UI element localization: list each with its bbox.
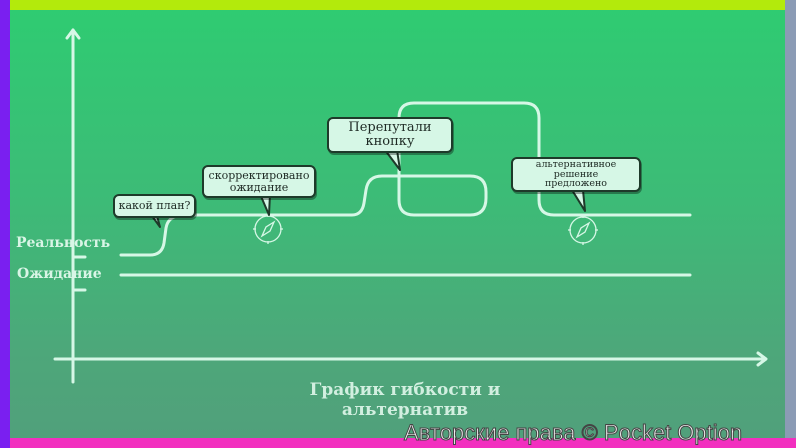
right-border-bar <box>785 0 796 448</box>
y-label-expectation: Ожидание <box>17 266 102 282</box>
callout-line: предложено <box>544 178 608 190</box>
diagram-title: График гибкости и альтернатив <box>270 380 540 420</box>
bubble-tail <box>151 215 161 228</box>
bubble-tail <box>571 189 586 212</box>
callout-line: ожидание <box>229 180 289 194</box>
callout-line: скорректировано <box>208 168 310 182</box>
callout-corrected-expectation: скорректировано ожидание <box>202 165 316 198</box>
copyright-watermark: Авторские права © Pocket Option <box>403 420 743 446</box>
y-label-reality: Реальность <box>16 235 111 251</box>
slide-background <box>10 10 785 438</box>
bottom-border-bar <box>10 438 796 448</box>
compass-icon <box>253 214 283 244</box>
callout-wrong-button: Перепутали кнопку <box>327 117 453 153</box>
x-axis-arrow-icon <box>756 351 768 367</box>
callout-line: Перепутали <box>348 120 432 136</box>
y-axis-arrow-icon <box>65 28 81 40</box>
callout-text: какой план? <box>118 199 191 213</box>
compass-icon <box>568 215 598 245</box>
left-border-bar <box>0 0 10 448</box>
title-line: График гибкости и <box>309 380 501 400</box>
bubble-tail <box>384 149 401 171</box>
title-line: альтернатив <box>341 400 469 420</box>
callout-line: решение <box>553 168 599 180</box>
callout-line: кнопку <box>365 134 415 149</box>
callout-alternative-solution: альтернативное решение предложено <box>511 157 641 192</box>
callout-what-plan: какой план? <box>113 194 196 218</box>
bubble-tail <box>259 193 271 216</box>
top-border-bar <box>10 0 785 10</box>
callout-line: альтернативное <box>535 158 617 170</box>
